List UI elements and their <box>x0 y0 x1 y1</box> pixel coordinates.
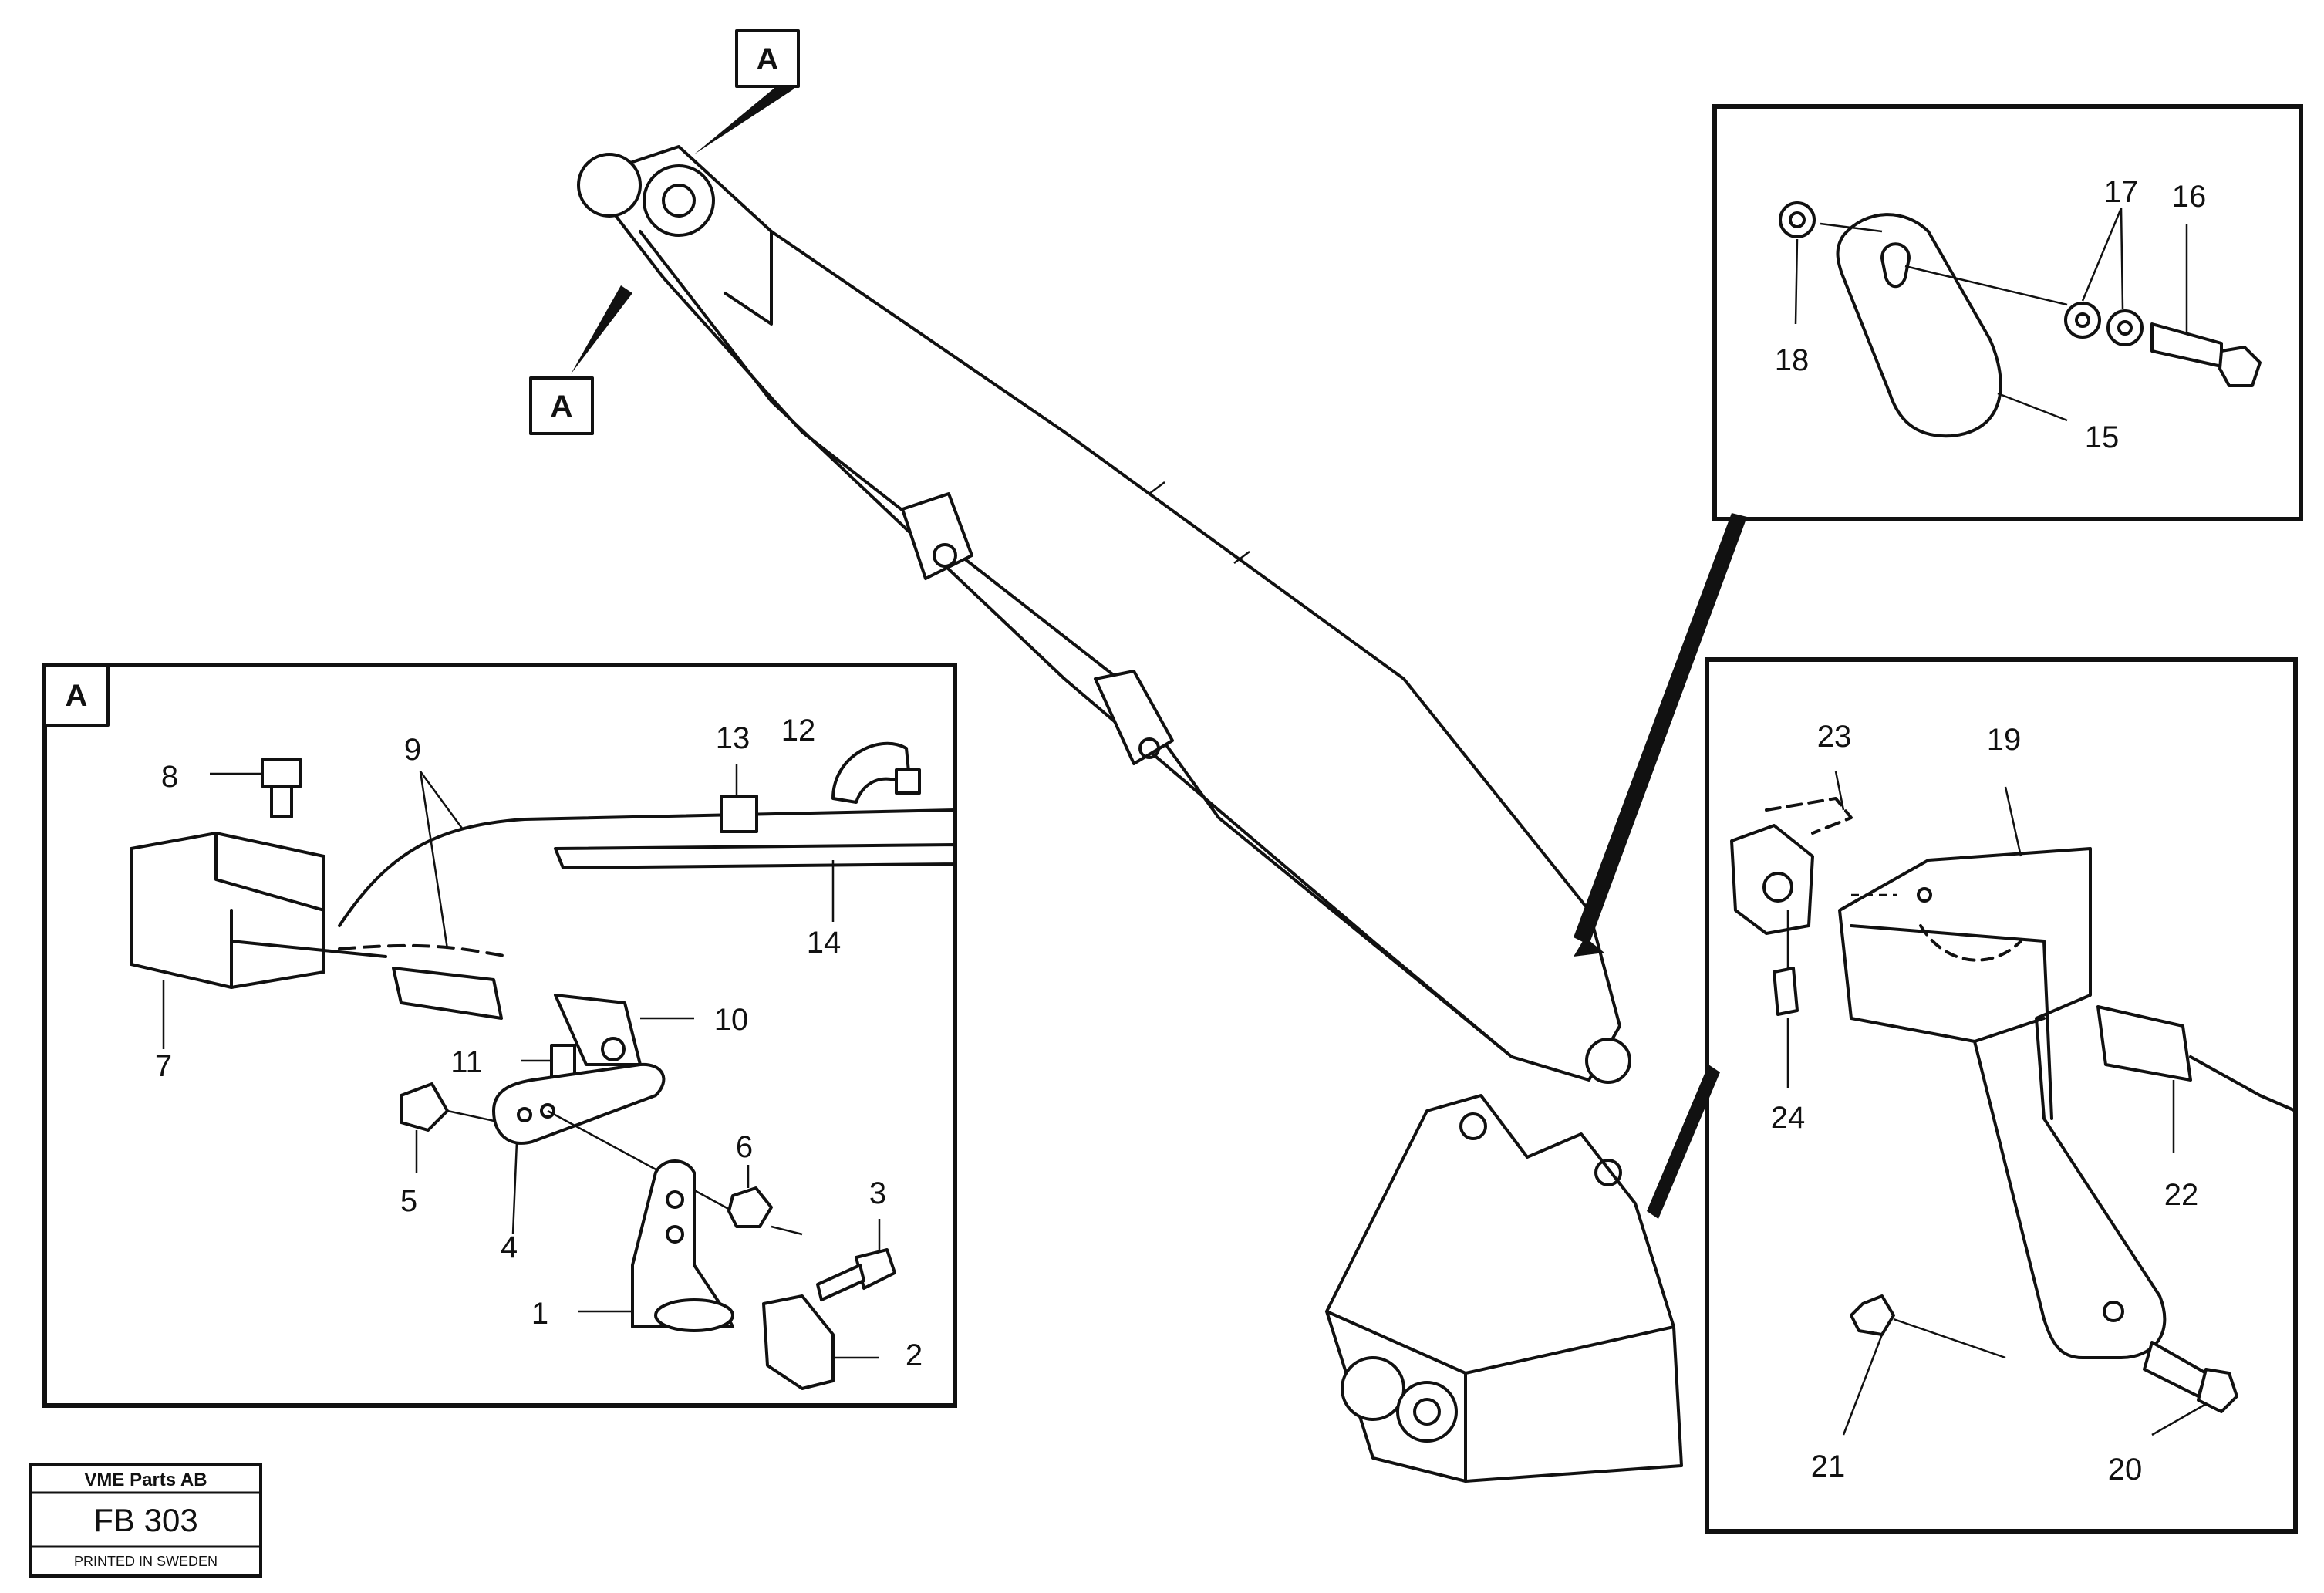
callout-17: 17 <box>2104 175 2139 209</box>
callout-16: 16 <box>2172 180 2207 214</box>
title-company: VME Parts AB <box>84 1470 207 1490</box>
callout-19: 19 <box>1987 723 2022 757</box>
callout-12: 12 <box>781 714 816 748</box>
callout-24: 24 <box>1771 1101 1806 1135</box>
view-pointer-left: A <box>529 285 632 435</box>
view-pointer-top: A <box>694 29 800 154</box>
callout-21: 21 <box>1811 1450 1846 1483</box>
view-marker-top: A <box>757 42 779 76</box>
callout-13: 13 <box>716 721 750 755</box>
callout-4: 4 <box>501 1230 518 1264</box>
callout-15: 15 <box>2085 420 2120 454</box>
boom-arm <box>577 145 1631 1084</box>
callout-7: 7 <box>155 1049 172 1083</box>
boom-base-frame <box>1325 1094 1683 1483</box>
detail-upper-right-panel: 18 15 17 16 <box>1712 104 2303 521</box>
callout-18: 18 <box>1775 343 1810 377</box>
callout-11: 11 <box>450 1045 483 1079</box>
callout-10: 10 <box>714 1003 749 1037</box>
view-marker-left: A <box>551 390 573 424</box>
callout-6: 6 <box>736 1130 753 1164</box>
detail-a-label: A <box>66 679 88 713</box>
callout-1: 1 <box>531 1297 548 1331</box>
callout-9: 9 <box>404 733 421 767</box>
callout-8: 8 <box>161 760 178 794</box>
callout-23: 23 <box>1817 720 1852 754</box>
title-printed: PRINTED IN SWEDEN <box>74 1554 218 1569</box>
callout-5: 5 <box>400 1184 417 1218</box>
callout-22: 22 <box>2164 1178 2199 1212</box>
detail-lower-right-panel: 23 19 24 22 21 20 <box>1705 657 2298 1534</box>
callout-20: 20 <box>2108 1453 2143 1487</box>
title-block: VME Parts AB FB 303 PRINTED IN SWEDEN <box>29 1463 262 1578</box>
pointer-arrow-lower <box>1647 1065 1720 1219</box>
pointer-arrow-upper <box>1574 513 1747 945</box>
detail-a-panel: A <box>42 663 957 1408</box>
callout-2: 2 <box>906 1338 923 1372</box>
callout-3: 3 <box>869 1176 886 1210</box>
title-code: FB 303 <box>93 1502 197 1538</box>
callout-14: 14 <box>807 926 842 960</box>
